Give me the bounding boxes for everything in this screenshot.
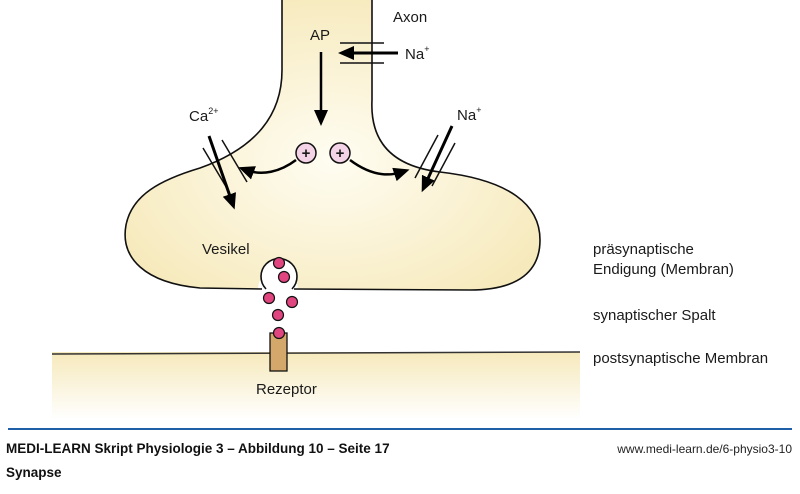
transmitter-dot: [262, 291, 276, 305]
footer-url[interactable]: www.medi-learn.de/6-physio3-10: [617, 442, 792, 456]
legend-presynaptic: präsynaptische Endigung (Membran): [593, 240, 734, 280]
presynaptic-membrane-outline-right: [293, 0, 541, 291]
ion-arrow-left: [238, 158, 297, 180]
receptor: [269, 326, 288, 372]
rezeptor-label: Rezeptor: [256, 381, 317, 398]
transmitter-dot: [285, 295, 299, 309]
transmitter-dot: [277, 270, 291, 284]
na-top-label: Na+: [405, 44, 429, 63]
positive-ion-left: +: [295, 142, 317, 164]
vesicle: [260, 256, 298, 290]
vesikel-label: Vesikel: [202, 241, 250, 258]
presynaptic-terminal: [125, 0, 541, 290]
plus-sign: +: [336, 145, 345, 162]
ion-arrow-right: [349, 158, 410, 182]
synapse-diagram: + + Axon AP Na+ Ca2+ Na+ Vesikel Rezepto…: [51, 0, 581, 420]
ap-label: AP: [310, 27, 330, 44]
transmitter-dot: [272, 256, 286, 270]
presynaptic-membrane-outline: [124, 0, 283, 290]
axon-label: Axon: [393, 9, 427, 26]
transmitter-dot: [272, 326, 286, 340]
na-channel-right: [414, 125, 456, 193]
na-right-label: Na+: [457, 105, 481, 124]
footer-title: MEDI-LEARN Skript Physiologie 3 – Abbild…: [6, 441, 390, 456]
legend-presynaptic-line1: präsynaptische: [593, 241, 694, 258]
footer-subtitle: Synapse: [6, 465, 62, 480]
positive-ion-right: +: [329, 142, 351, 164]
ca-label: Ca2+: [189, 106, 218, 125]
legend-cleft: synaptischer Spalt: [593, 307, 716, 324]
na-channel-axon: [338, 42, 398, 64]
legend-presynaptic-line2: Endigung (Membran): [593, 261, 734, 278]
footer-divider: [8, 428, 792, 430]
plus-sign: +: [302, 145, 311, 162]
postsynaptic-membrane: [51, 351, 581, 420]
legend-postsynaptic: postsynaptische Membran: [593, 350, 769, 367]
transmitter-dot: [271, 308, 285, 322]
